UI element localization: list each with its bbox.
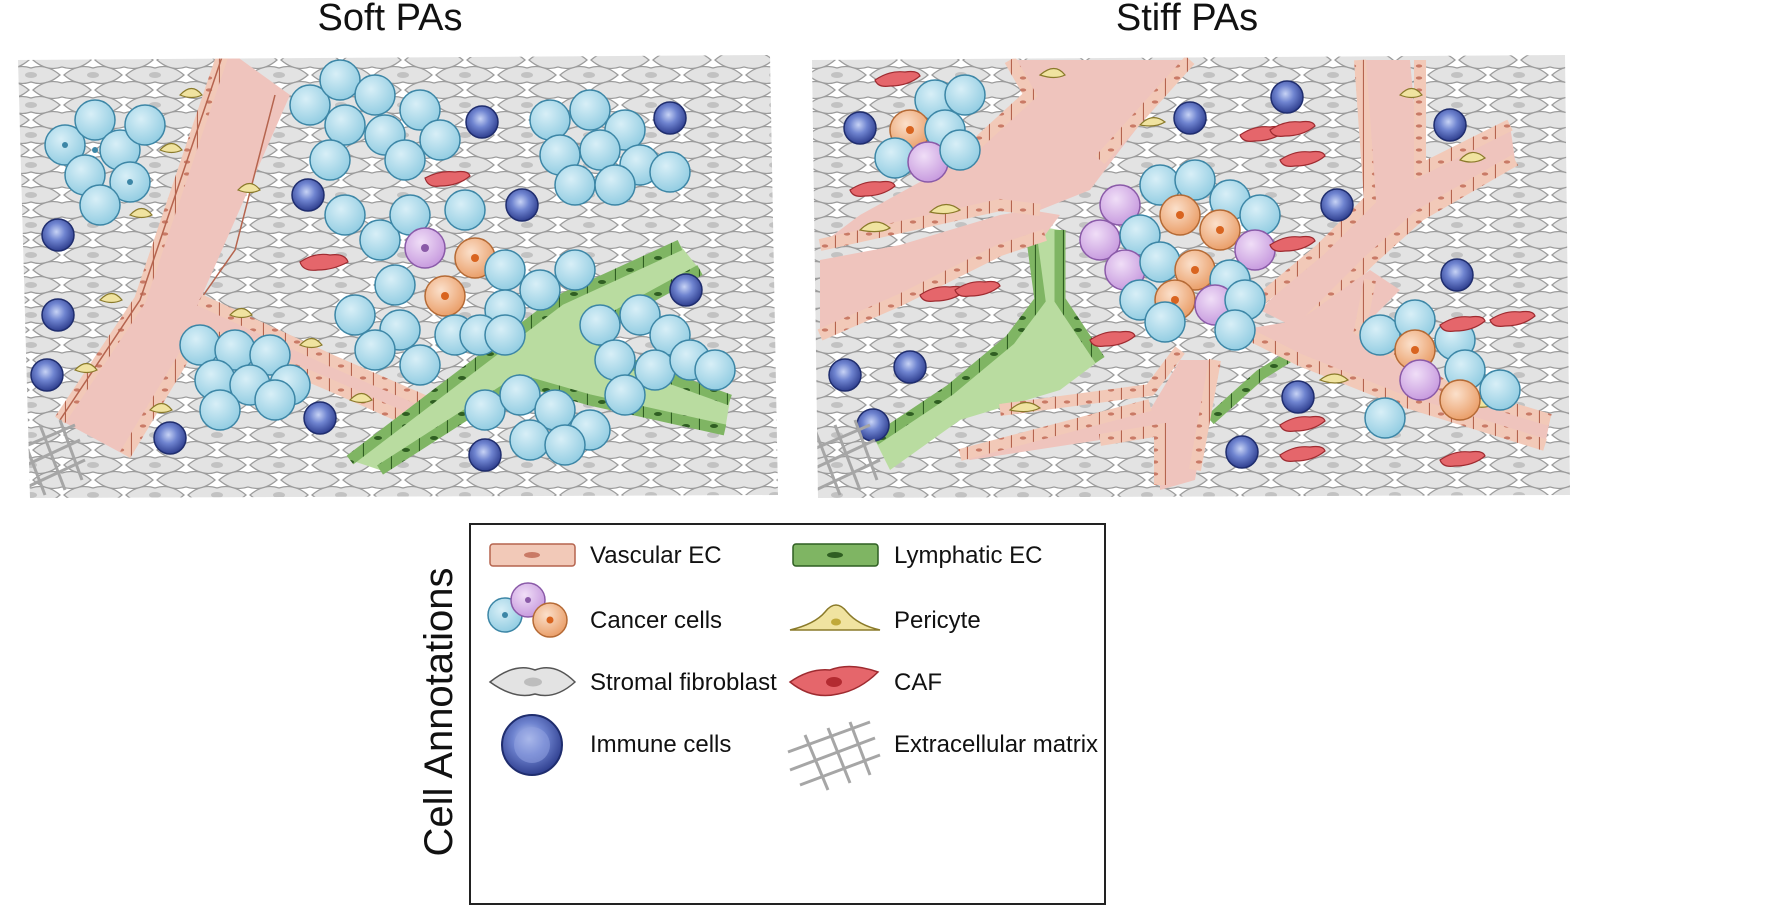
caf-icon <box>788 665 880 697</box>
soft-cancer-cluster-top <box>289 59 461 181</box>
legend-label-stromal-fibroblast: Stromal fibroblast <box>590 669 777 696</box>
stiff-immune-cells <box>828 80 1474 469</box>
stromal-fibroblast-icon <box>488 667 577 697</box>
extracellular-matrix-icon <box>787 720 881 791</box>
stiff-cancer-cluster-topleft <box>874 74 986 183</box>
stiff-cancer-cluster-center <box>1079 159 1281 351</box>
soft-cancer-cluster-lowleft <box>179 324 311 431</box>
soft-cancer-cluster-center <box>324 189 596 386</box>
soft-panel-title: Soft PAs <box>317 0 462 39</box>
legend-label-cancer-cells: Cancer cells <box>590 607 722 634</box>
stiff-blood-vessels <box>817 55 1552 490</box>
legend: Cell Annotations Vascular EC Lymphatic E… <box>417 523 1106 905</box>
soft-cancer-cluster-left <box>44 99 166 226</box>
legend-heading: Cell Annotations <box>417 567 461 856</box>
soft-cancer-cluster-topright <box>529 89 691 206</box>
pericyte-icon <box>789 604 881 631</box>
stiff-lymphatic-vessel <box>871 224 1303 470</box>
legend-label-immune-cells: Immune cells <box>590 731 731 758</box>
soft-cancer-cluster-bottom <box>464 374 611 466</box>
stiff-cafs <box>849 70 1536 467</box>
legend-label-pericyte: Pericyte <box>894 607 981 634</box>
legend-label-lymphatic-ec: Lymphatic EC <box>894 542 1043 569</box>
vascular-ec-icon <box>489 543 576 567</box>
immune-cell-icon <box>501 714 563 776</box>
lymphatic-ec-icon <box>792 543 879 567</box>
soft-cancer-cluster-right <box>579 294 736 416</box>
legend-box <box>469 523 1106 905</box>
stiff-panel <box>812 55 1570 498</box>
legend-label-extracellular-matrix: Extracellular matrix <box>894 731 1098 758</box>
stiff-panel-title: Stiff PAs <box>1116 0 1258 39</box>
stiff-cancer-cluster-right <box>1359 299 1521 439</box>
soft-cafs <box>299 170 471 271</box>
soft-pericytes <box>73 87 373 414</box>
legend-label-vascular-ec: Vascular EC <box>590 542 722 569</box>
soft-immune-cells <box>30 101 703 472</box>
soft-panel <box>18 55 778 498</box>
legend-label-caf: CAF <box>894 669 942 696</box>
cancer-cells-icon <box>487 582 568 638</box>
